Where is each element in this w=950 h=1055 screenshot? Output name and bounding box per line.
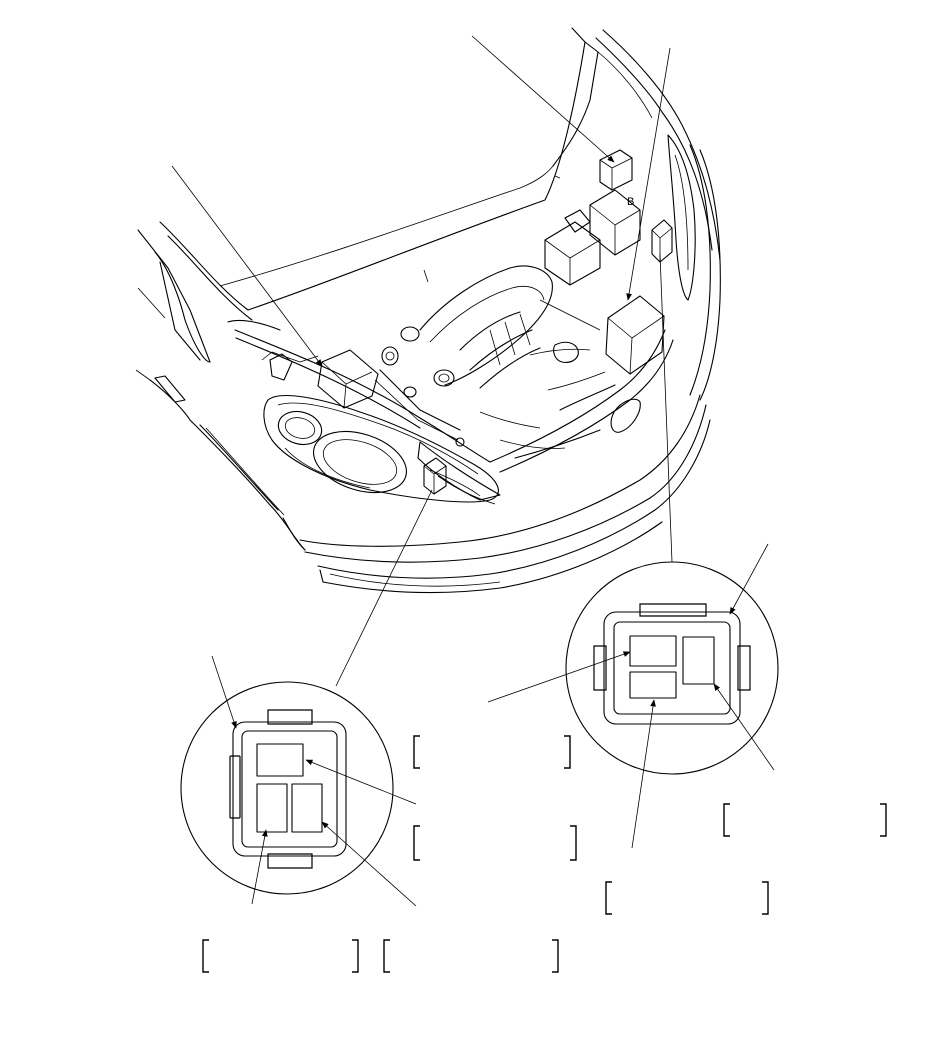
bracket-label-4 xyxy=(384,940,558,972)
bracket-label-5 xyxy=(606,882,768,914)
connector-a-detail xyxy=(181,656,416,906)
bracket-label-6 xyxy=(724,804,886,836)
leader-lines xyxy=(172,36,672,686)
connector-b-detail xyxy=(488,544,778,848)
bracket-label-1 xyxy=(414,736,570,768)
bracket-label-2 xyxy=(414,826,576,860)
vehicle-illustration: B xyxy=(136,28,720,593)
label-brackets xyxy=(203,736,886,972)
bracket-label-3 xyxy=(203,940,358,972)
engine-label-b: B xyxy=(627,196,634,208)
